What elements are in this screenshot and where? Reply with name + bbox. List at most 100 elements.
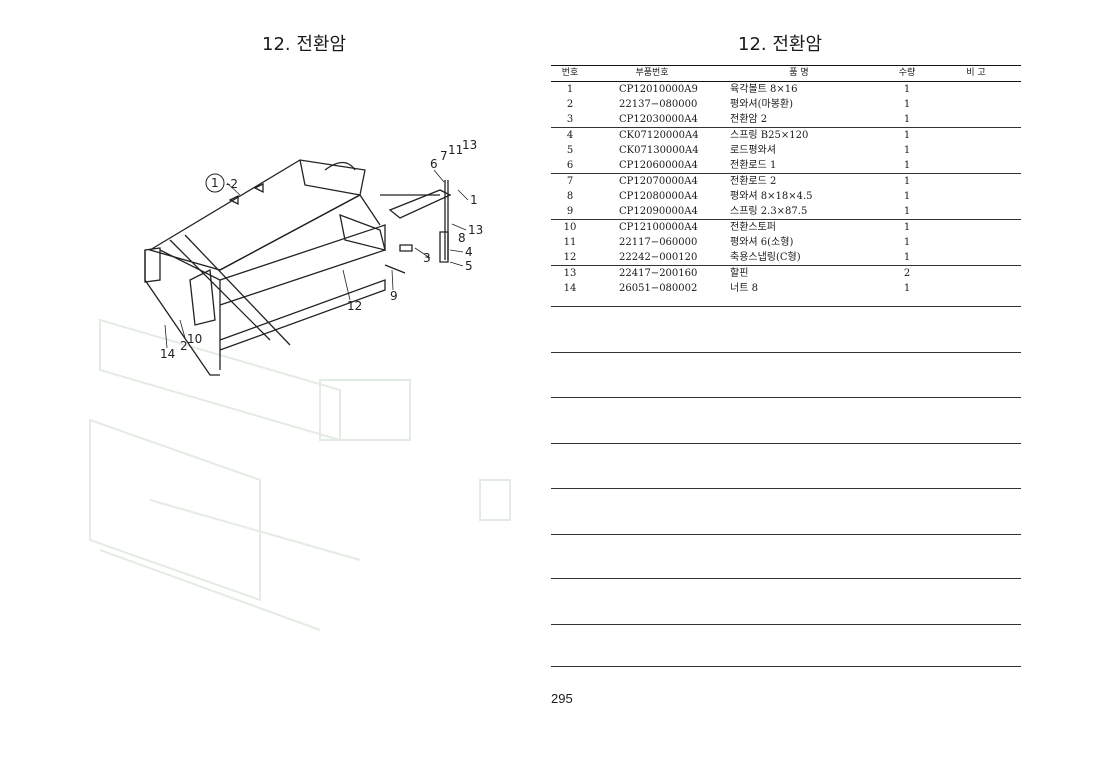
cell-quantity: 1 [903, 145, 911, 156]
diagram-callout-3: 3 [423, 251, 431, 265]
cell-remarks [931, 266, 1021, 281]
cell-quantity: 1 [903, 99, 911, 110]
cell-quantity: 1 [903, 191, 911, 202]
cell-quantity: 1 [903, 283, 911, 294]
diagram-callout-1-right: 1 [470, 193, 478, 207]
cell-remarks [931, 174, 1021, 189]
cell-part-number: CP12080000A4 [619, 191, 698, 202]
cell-part-number: CK07120000A4 [619, 130, 699, 141]
blank-row-line [551, 578, 1021, 579]
blank-row-line [551, 306, 1021, 307]
diagram-callout-1: 1 [211, 176, 219, 190]
blank-row-line [551, 443, 1021, 444]
blank-row-line [551, 397, 1021, 398]
cell-part-number: CK07130000A4 [619, 145, 699, 156]
cell-remarks [931, 204, 1021, 219]
cell-part-name: 스프링 B25×120 [730, 130, 809, 141]
left-page-title: 12. 전환암 [262, 34, 347, 55]
diagram-callout-7: 7 [440, 149, 448, 163]
diagram-callout-10: 10 [187, 332, 202, 346]
table-row: 5 CK07130000A4 로드평와셔 1 [551, 143, 1021, 158]
cell-remarks [931, 281, 1021, 296]
cell-number: 9 [566, 206, 574, 217]
parts-table-header: 번호 부품번호 품 명 수량 비 고 [551, 65, 1021, 82]
cell-number: 2 [566, 99, 574, 110]
diagram-assembly-label: -2 [226, 177, 238, 191]
cell-quantity: 1 [903, 84, 911, 95]
cell-quantity: 2 [903, 268, 911, 279]
cell-remarks [931, 82, 1021, 97]
cell-part-number: CP12010000A9 [619, 84, 698, 95]
cell-number: 7 [566, 176, 574, 187]
diagram-callout-13: 13 [468, 223, 483, 237]
header-remarks: 비 고 [966, 68, 986, 78]
exploded-parts-diagram: 1 -2 2 3 4 5 6 7 8 9 10 11 12 13 13 14 1 [144, 140, 483, 376]
cell-number: 11 [563, 237, 577, 248]
cell-part-number: 22137−080000 [619, 99, 698, 110]
cell-remarks [931, 189, 1021, 204]
blank-row-line [551, 352, 1021, 353]
cell-part-name: 스프링 2.3×87.5 [730, 206, 808, 217]
cell-remarks [931, 235, 1021, 250]
cell-quantity: 1 [903, 222, 911, 233]
cell-number: 13 [563, 268, 577, 279]
cell-remarks [931, 158, 1021, 173]
cell-number: 12 [563, 252, 577, 263]
cell-remarks [931, 97, 1021, 112]
cell-part-number: 22242−000120 [619, 252, 698, 263]
cell-part-name: 축용스냅링(C형) [730, 252, 801, 263]
diagram-callout-12: 12 [347, 299, 362, 313]
header-number: 번호 [561, 68, 579, 78]
blank-row-line [551, 666, 1021, 667]
header-quantity: 수량 [898, 68, 916, 78]
cell-number: 14 [563, 283, 577, 294]
parts-table: 번호 부품번호 품 명 수량 비 고 1 CP12010000A9 육각볼트 8×1… [551, 65, 1021, 296]
diagram-callout-2: 2 [180, 339, 188, 353]
cell-part-name: 너트 8 [730, 283, 758, 294]
right-page-title: 12. 전환암 [738, 34, 823, 55]
cell-number: 5 [566, 145, 574, 156]
diagram-callout-9: 9 [390, 289, 398, 303]
cell-part-name: 육각볼트 8×16 [730, 84, 798, 95]
cell-part-name: 전환로드 1 [730, 160, 777, 171]
cell-number: 1 [566, 84, 574, 95]
diagram-callout-5: 5 [465, 259, 473, 273]
table-row: 12 22242−000120 축용스냅링(C형) 1 [551, 250, 1021, 266]
blank-row-line [551, 488, 1021, 489]
cell-part-name: 로드평와셔 [730, 145, 776, 156]
cell-number: 3 [566, 114, 574, 125]
cell-remarks [931, 112, 1021, 127]
header-part-number: 부품번호 [635, 68, 669, 78]
cell-part-name: 평와셔 8×18×4.5 [730, 191, 813, 202]
cell-quantity: 1 [903, 237, 911, 248]
cell-quantity: 1 [903, 114, 911, 125]
cell-part-name: 전환암 2 [730, 114, 768, 125]
cell-quantity: 1 [903, 176, 911, 187]
bleed-through-background [89, 318, 511, 631]
cell-number: 6 [566, 160, 574, 171]
cell-quantity: 1 [903, 130, 911, 141]
table-row: 14 26051−080002 너트 8 1 [551, 281, 1021, 296]
page-number: 295 [551, 691, 573, 706]
cell-part-number: 26051−080002 [619, 283, 698, 294]
diagram-callout-13-top: 13 [462, 140, 477, 152]
header-part-name: 품 명 [789, 68, 809, 78]
cell-part-number: CP12030000A4 [619, 114, 698, 125]
cell-quantity: 1 [903, 206, 911, 217]
table-row: 9 CP12090000A4 스프링 2.3×87.5 1 [551, 204, 1021, 220]
cell-number: 8 [566, 191, 574, 202]
table-row: 3 CP12030000A4 전환암 2 1 [551, 112, 1021, 128]
cell-remarks [931, 143, 1021, 158]
cell-remarks [931, 128, 1021, 143]
cell-quantity: 1 [903, 252, 911, 263]
diagram-callout-14: 14 [160, 347, 175, 361]
diagram-callout-4: 4 [465, 245, 473, 259]
cell-part-number: CP12090000A4 [619, 206, 698, 217]
